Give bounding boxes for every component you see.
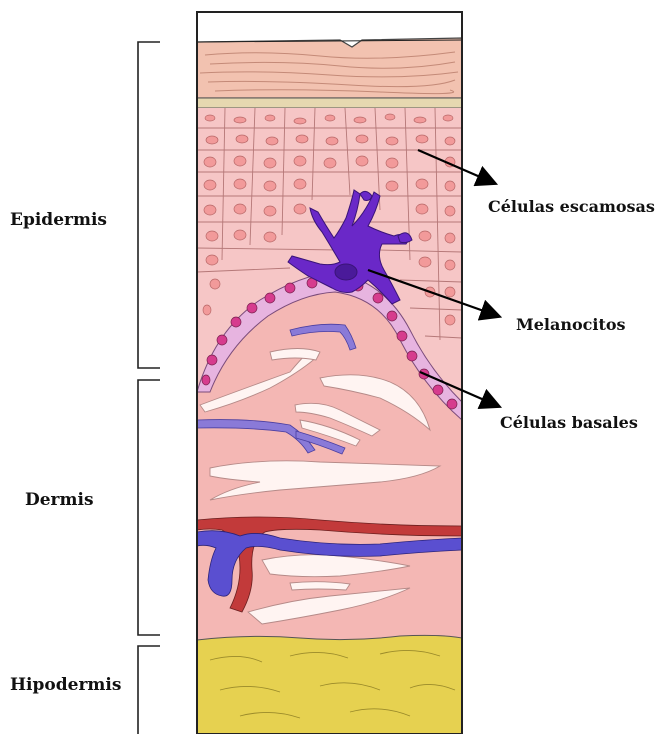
bracket-epidermis [138, 42, 160, 368]
bracket-dermis [138, 380, 160, 635]
stratum-corneum [197, 38, 462, 98]
label-squamous-cells: Células escamosas [488, 197, 655, 216]
bracket-hypodermis [138, 646, 160, 734]
label-hypodermis: Hipodermis [10, 675, 121, 695]
stratum-lucidum [197, 98, 462, 108]
label-basal-cells: Células basales [500, 413, 638, 432]
label-epidermis: Epidermis [10, 210, 107, 230]
label-dermis: Dermis [25, 490, 94, 510]
label-melanocytes: Melanocitos [516, 315, 626, 334]
